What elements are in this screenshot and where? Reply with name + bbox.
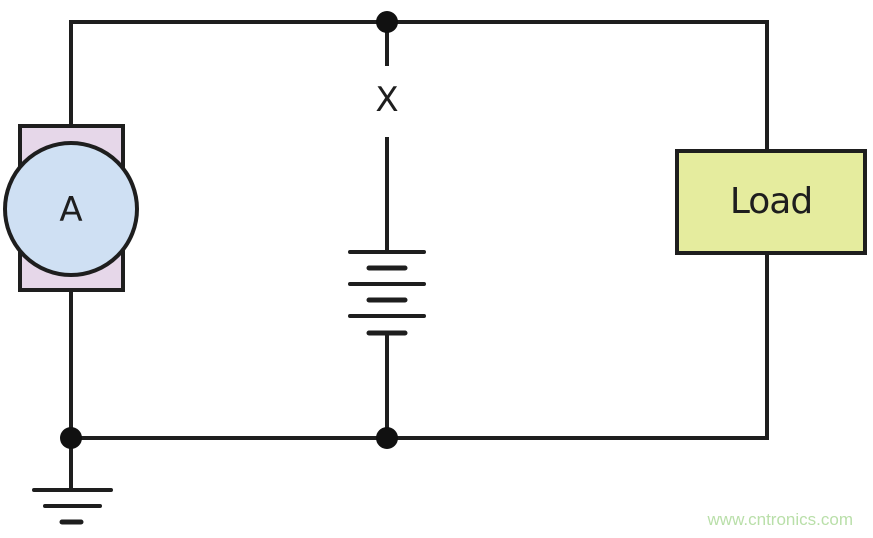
wire-right-lower	[69, 253, 769, 440]
ground-icon	[32, 488, 113, 525]
battery-icon	[348, 250, 426, 336]
ammeter-dial	[3, 141, 139, 277]
wire-top	[69, 20, 769, 151]
watermark: www.cntronics.com	[707, 510, 853, 529]
break-point-label: X	[375, 80, 399, 120]
junction-node-bottom-middle	[376, 427, 398, 449]
junction-node-top	[376, 11, 398, 33]
load-box	[675, 149, 867, 255]
junction-node-bottom-left	[60, 427, 82, 449]
load-label: Load	[729, 181, 813, 222]
ammeter-label: A	[59, 190, 83, 230]
